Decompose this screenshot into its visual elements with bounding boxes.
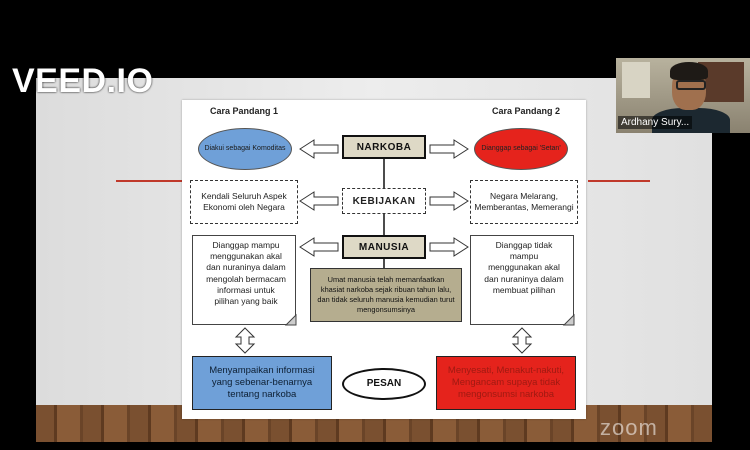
header-perspective-1: Cara Pandang 1 [210,106,279,116]
box-true-information: Menyampaikan informasi yang sebenar-bena… [192,356,332,410]
veed-watermark: VEED.IO [12,62,154,100]
participant-name-label: Ardhany Sury... [618,116,693,129]
doc-incapable: Dianggap tidak mampu menggunakan akal da… [470,235,574,325]
zoom-watermark: zoom [600,415,658,440]
arrow-right-icon [429,237,469,257]
box-fear-message: Menyesati, Menakut-nakuti, Mengancam sup… [436,356,576,410]
box-narkoba: NARKOBA [342,135,426,159]
arrow-left-icon [299,139,339,159]
wall-stripe-left [116,180,184,182]
box-state-prohibit: Negara Melarang, Memberantas, Memerangi [470,180,578,224]
arrow-updown-icon [234,327,256,354]
participant-glasses [676,80,706,90]
oval-commodity: Diakui sebagai Komoditas [198,128,292,170]
arrow-right-icon [429,139,469,159]
diagram-arrows [234,139,575,354]
shared-slide: Cara Pandang 1 Cara Pandang 2 Diakui seb… [182,100,586,419]
box-manusia: MANUSIA [342,235,426,259]
box-state-control: Kendali Seluruh Aspek Ekonomi oleh Negar… [190,180,298,224]
header-perspective-2: Cara Pandang 2 [492,106,561,116]
arrow-left-icon [299,237,339,257]
oval-pesan: PESAN [342,368,426,400]
wall-poster [622,62,650,98]
history-banner: Umat manusia telah memanfaatkan khasiat … [310,268,462,322]
wall-stripe-right [588,180,650,182]
arrow-left-icon [299,191,339,211]
participant-hair [670,62,708,80]
box-kebijakan: KEBIJAKAN [342,188,426,214]
participant-video[interactable]: Ardhany Sury... [616,58,750,133]
doc-capable: Dianggap mampu menggunakan akal dan nura… [192,235,296,325]
arrow-updown-icon [511,327,533,354]
oval-setan: Dianggap sebagai 'Setan' [474,128,568,170]
arrow-right-icon [429,191,469,211]
